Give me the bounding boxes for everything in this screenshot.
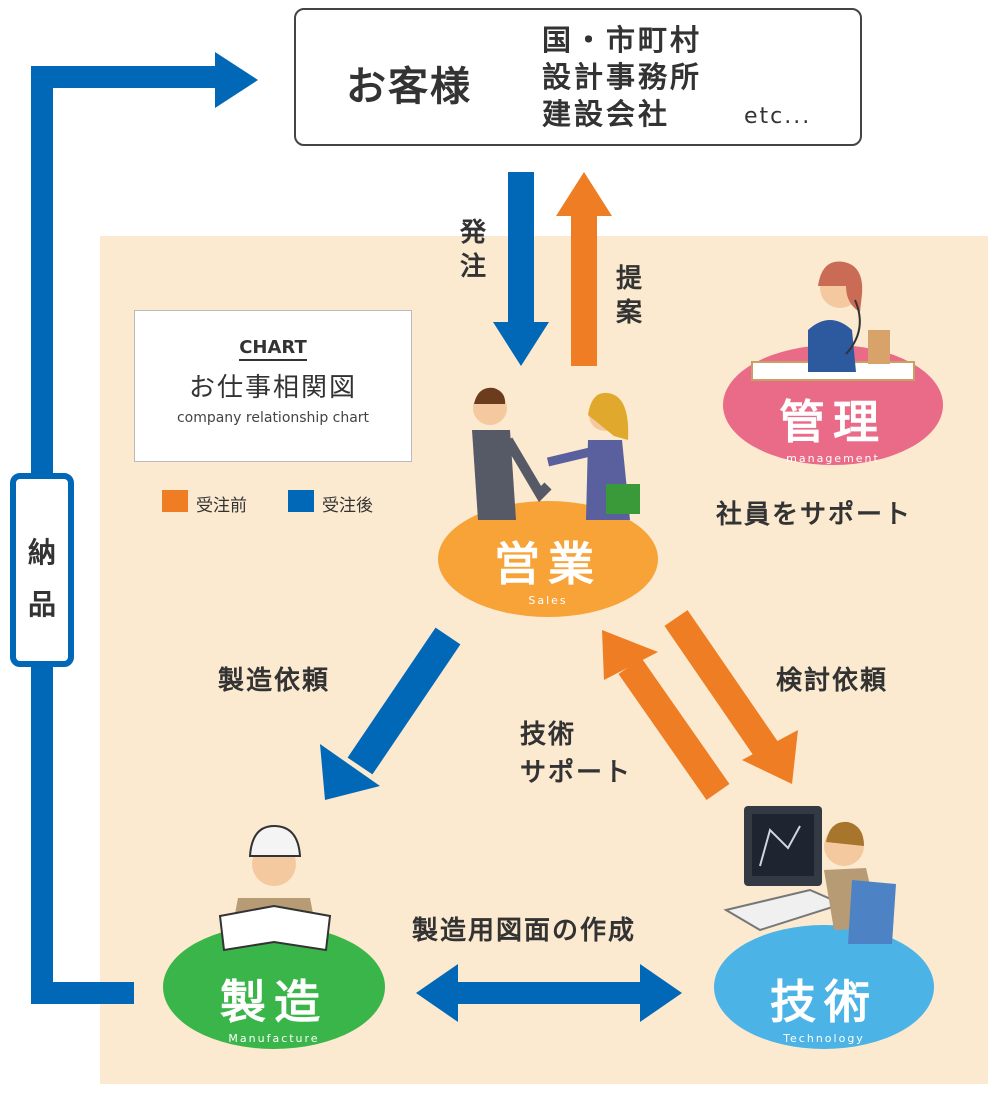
manufacture-node: 製造 Manufacture: [164, 966, 384, 1045]
sales-node-sub: Sales: [528, 594, 568, 607]
delivery-arrowhead: [215, 52, 258, 108]
review-request-arrowhead: [742, 730, 798, 784]
drawings-arrow-shaft: [448, 982, 652, 1004]
tech-support-label-line: サポート: [520, 758, 633, 788]
sales-people-illustration: [472, 387, 640, 520]
sales-node-shape: [438, 501, 658, 617]
sales-node-title: 営業: [494, 537, 602, 591]
proposal-label: 提 案: [614, 262, 644, 330]
legend-swatch-after: [288, 490, 314, 512]
management-node-title: 管理: [779, 395, 887, 449]
technology-node-sub: Technology: [783, 1032, 865, 1045]
support-staff-label: 社員をサポート: [716, 500, 913, 530]
customer-title: お客様: [346, 64, 472, 110]
management-person-illustration: [751, 261, 915, 381]
review-request-arrow: [664, 610, 780, 760]
order-arrow-shaft: [508, 172, 534, 324]
legend-label-before: 受注前: [196, 496, 247, 516]
order-label-char: 注: [459, 252, 486, 282]
proposal-label-char: 案: [615, 298, 642, 328]
management-node-sub: management: [786, 452, 880, 465]
legend-label-after: 受注後: [322, 496, 373, 516]
proposal-label-char: 提: [615, 264, 642, 294]
technology-node-shape: [714, 925, 934, 1049]
manufacture-node-sub: Manufacture: [228, 1032, 320, 1045]
technology-node: 技術 Technology: [714, 966, 934, 1045]
customer-list: 国・市町村 設計事務所 建設会社: [542, 22, 702, 133]
customer-list-item: 設計事務所: [542, 60, 703, 94]
customer-list-item: 建設会社: [542, 97, 671, 131]
customer-list-item: 国・市町村: [542, 23, 703, 57]
technology-node-title: 技術: [770, 975, 878, 1029]
chart-subtitle: company relationship chart: [176, 410, 370, 426]
tech-support-label: 技術 サポート: [520, 716, 632, 792]
customer-etc: etc...: [744, 104, 812, 129]
manufacture-worker-illustration: [218, 824, 332, 952]
proposal-arrow-shaft: [571, 212, 597, 366]
sales-node: 営業 Sales: [438, 528, 658, 607]
order-arrowhead: [493, 322, 549, 366]
drawings-label: 製造用図面の作成: [412, 916, 637, 946]
delivery-label-char: 品: [27, 588, 56, 621]
delivery-label: 納 品: [16, 527, 68, 631]
customer-box: お客様 国・市町村 設計事務所 建設会社 etc...: [294, 8, 862, 146]
review-request-label: 検討依頼: [776, 666, 889, 696]
delivery-label-box: 納 品: [10, 473, 74, 667]
tech-support-arrow: [618, 657, 730, 801]
manufacture-node-shape: [163, 925, 385, 1049]
management-node: 管理 management: [723, 386, 943, 465]
delivery-label-char: 納: [27, 536, 56, 569]
drawings-arrowhead-right: [640, 964, 682, 1022]
chart-title: お仕事相関図: [188, 373, 357, 403]
chart-tag: CHART: [239, 337, 307, 361]
legend-swatch-before: [162, 490, 188, 512]
manufacture-request-arrow: [347, 627, 461, 775]
manufacture-node-title: 製造: [220, 975, 328, 1029]
proposal-arrowhead: [556, 172, 612, 216]
order-label: 発 注: [458, 216, 488, 284]
chart-title-card: CHART お仕事相関図 company relationship chart: [134, 310, 412, 462]
technology-worker-illustration: [723, 806, 896, 944]
tech-support-label-line: 技術: [520, 720, 577, 750]
drawings-arrowhead-left: [416, 964, 458, 1022]
manufacture-request-arrowhead: [320, 744, 380, 800]
manufacture-request-label: 製造依頼: [218, 666, 331, 696]
tech-support-arrowhead: [602, 630, 658, 680]
order-label-char: 発: [459, 218, 486, 248]
